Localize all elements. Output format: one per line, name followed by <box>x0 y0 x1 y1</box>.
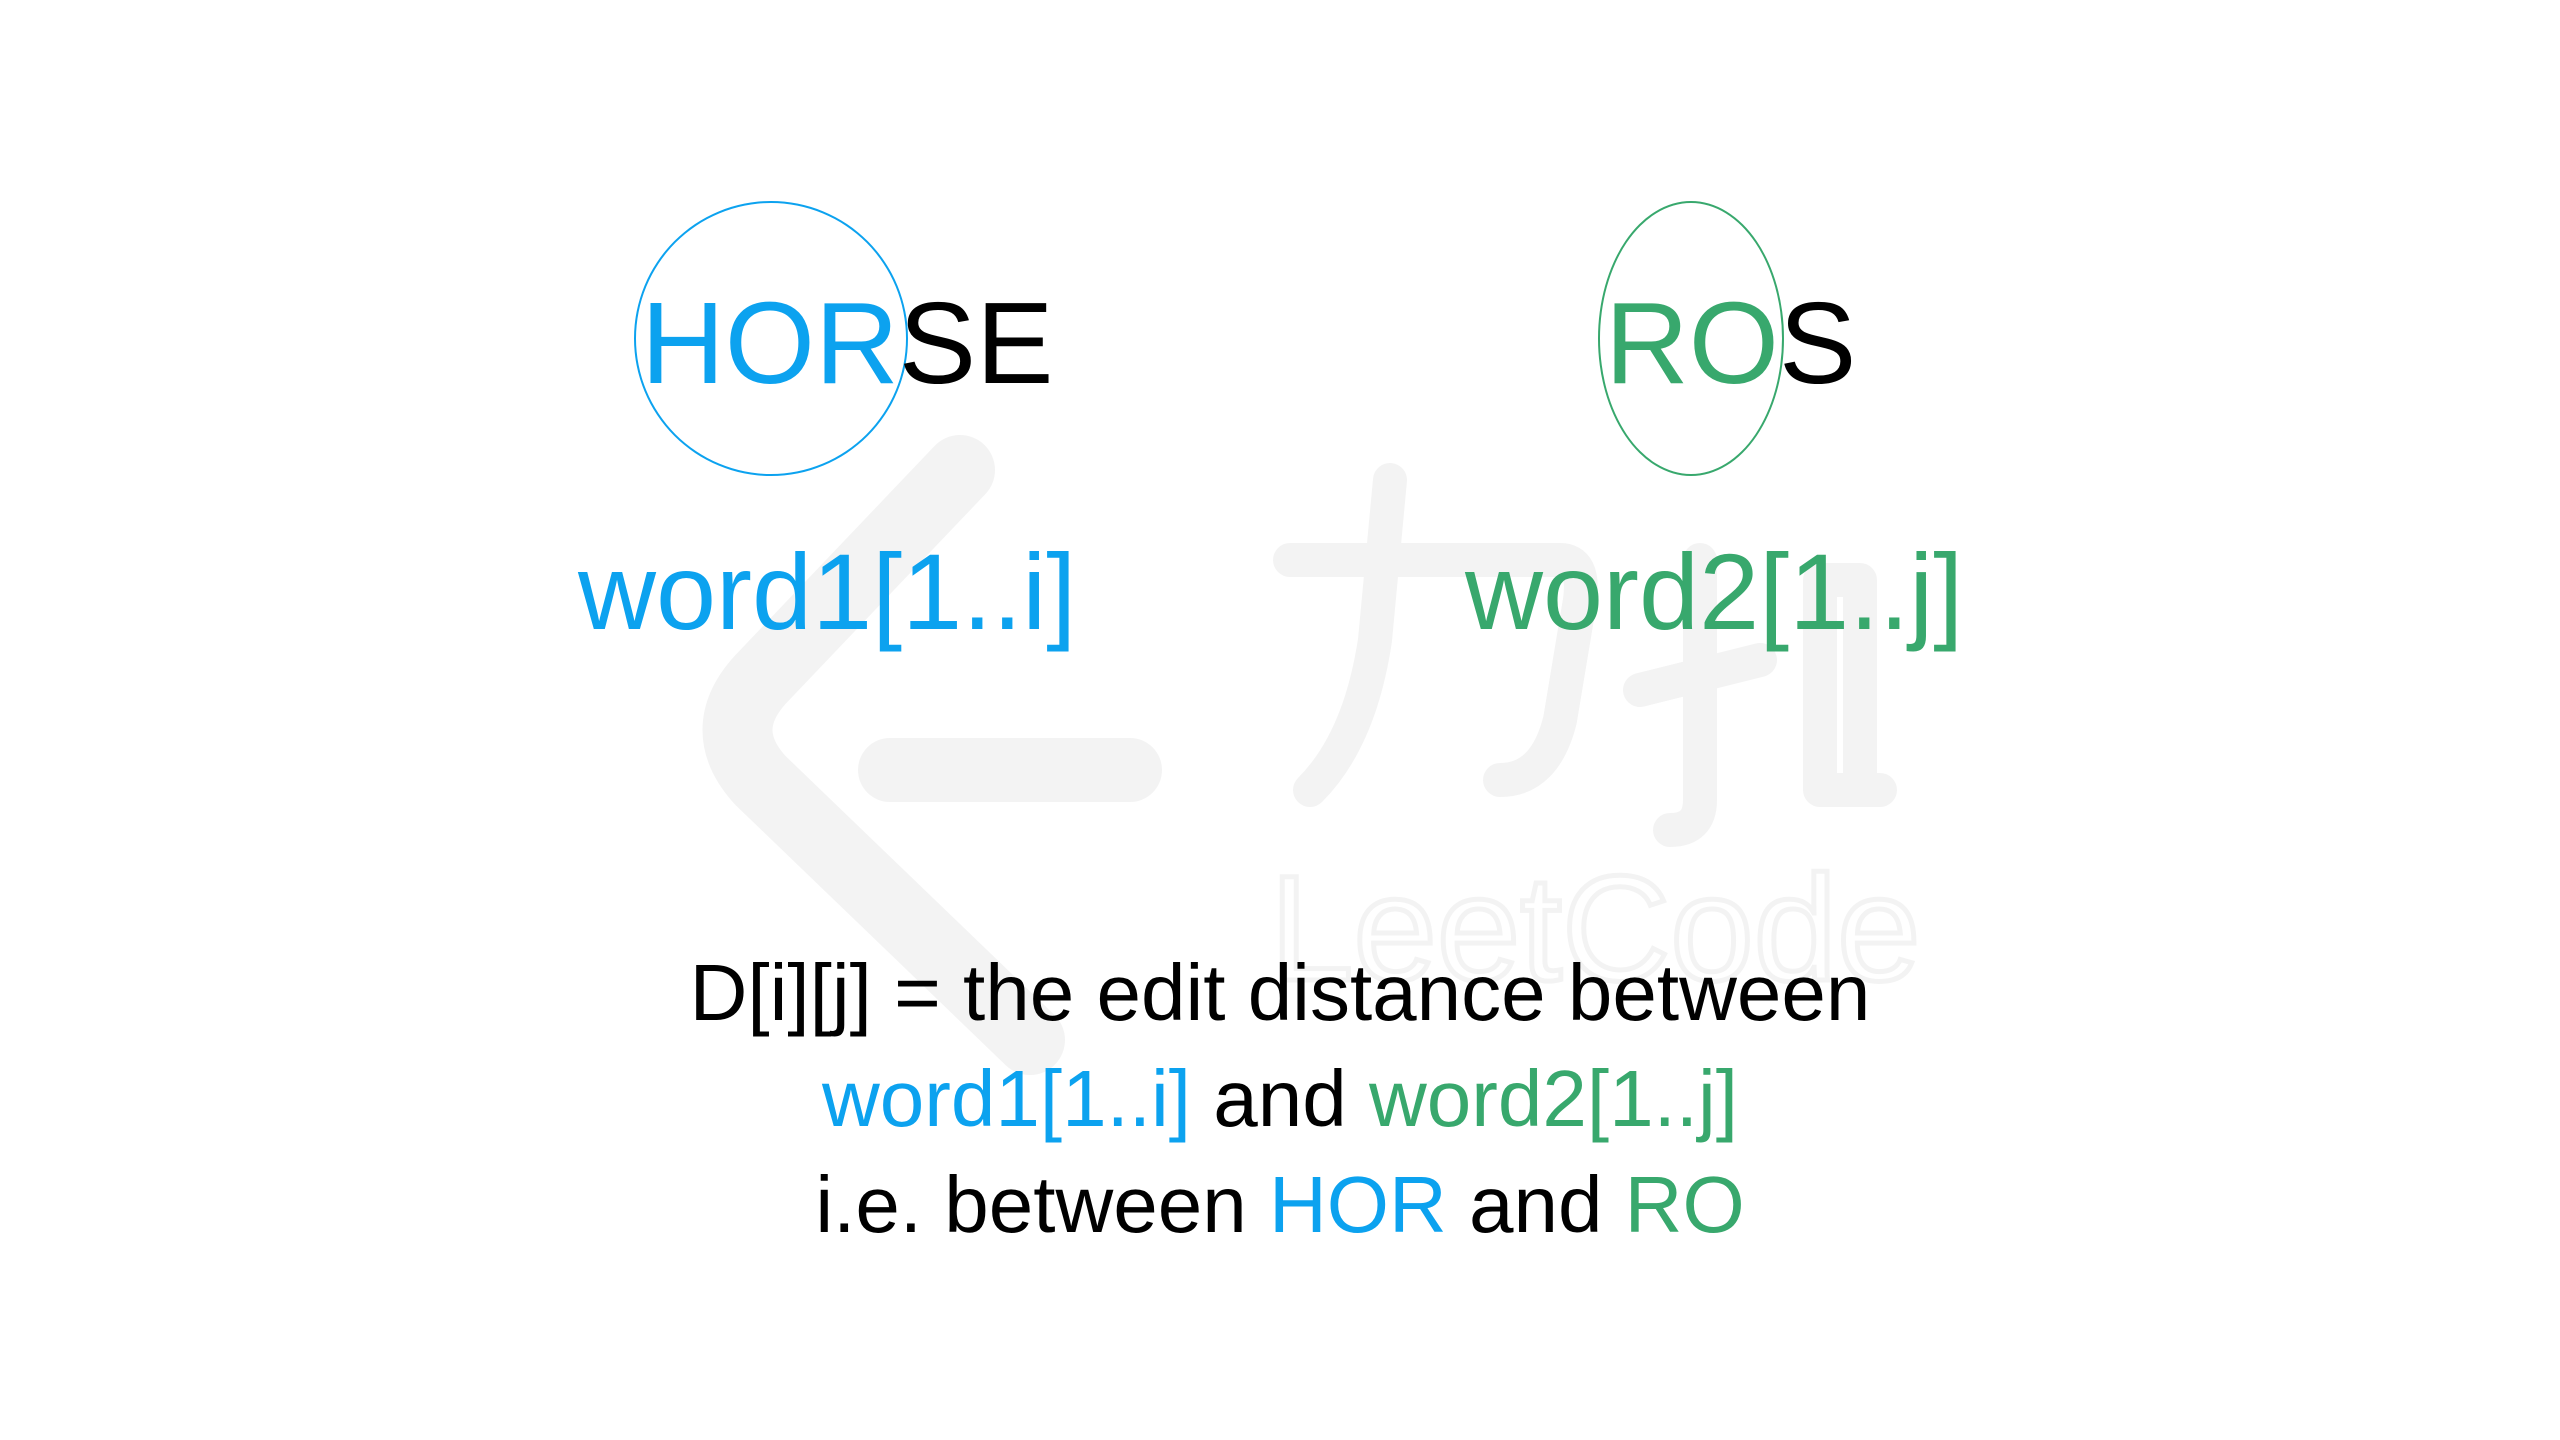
word1-prefix-highlight-ring <box>634 201 908 476</box>
word1-rest: SE <box>898 278 1054 408</box>
definition-and-2: and <box>1446 1160 1625 1249</box>
word2-rest: S <box>1779 278 1857 408</box>
watermark-latin: LeetCode <box>1270 844 1921 1012</box>
definition-word1-range: word1[1..i] <box>821 1054 1192 1143</box>
definition-word1-prefix: HOR <box>1268 1160 1447 1249</box>
definition-text: D[i][j] = the edit distance between word… <box>0 940 2560 1258</box>
word1-index-label: word1[1..i] <box>578 531 1077 652</box>
word2-prefix: RO <box>1605 278 1779 408</box>
definition-line-1: D[i][j] = the edit distance between <box>689 948 1871 1037</box>
definition-ie-lead: i.e. between <box>815 1160 1269 1249</box>
watermark-li-glyph <box>1273 463 1598 807</box>
word2-display: ROS <box>1605 285 1856 401</box>
leetcode-logo-icon <box>702 435 1065 1075</box>
definition-word2-prefix: RO <box>1624 1160 1745 1249</box>
definition-line-2: word1[1..i] and word2[1..j] <box>0 1046 2560 1152</box>
watermark-kou-glyph <box>1623 543 1897 847</box>
definition-line-3: i.e. between HOR and RO <box>0 1152 2560 1258</box>
word2-prefix-highlight-ring <box>1598 201 1784 476</box>
definition-word2-range: word2[1..j] <box>1368 1054 1739 1143</box>
word1-display: HORSE <box>641 285 1054 401</box>
definition-and: and <box>1191 1054 1369 1143</box>
word1-prefix: HOR <box>641 278 899 408</box>
word2-index-label: word2[1..j] <box>1465 531 1964 652</box>
